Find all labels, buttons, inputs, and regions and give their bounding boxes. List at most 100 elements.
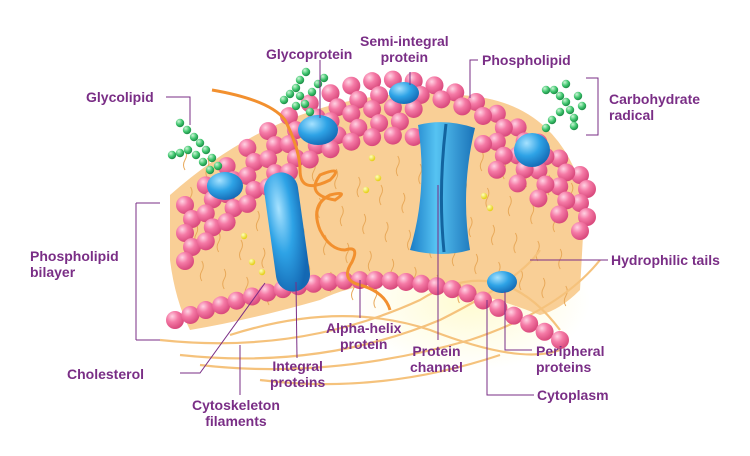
lipid-tail	[222, 268, 227, 290]
phospholipid-head	[243, 287, 261, 306]
sugar-bead	[541, 123, 551, 133]
phospholipid-head	[571, 166, 589, 184]
cholesterol-bead	[368, 154, 376, 162]
phospholipid-head	[404, 127, 423, 146]
phospholipid-head	[363, 72, 382, 91]
lipid-tail	[367, 250, 372, 272]
integral-protein	[264, 172, 310, 292]
sugar-bead	[300, 99, 310, 109]
phospholipid-head	[176, 224, 194, 242]
lipid-tail	[541, 277, 546, 299]
sugar-bead	[547, 115, 557, 125]
sugar-bead	[565, 105, 575, 115]
phospholipid-head	[181, 305, 200, 324]
right-surface-protein	[514, 133, 550, 167]
sugar-bead	[569, 113, 579, 123]
label-glycolipid: Glycolipid	[86, 89, 154, 105]
phospholipid-head	[432, 90, 451, 109]
phospholipid-head	[383, 126, 402, 145]
phospholipid-head	[183, 238, 201, 256]
phospholipid-head	[550, 149, 569, 168]
label-cytoplasm: Cytoplasm	[537, 387, 609, 403]
sugar-bead	[569, 121, 579, 131]
phospholipid-head	[474, 291, 492, 310]
lipid-tail	[216, 231, 221, 253]
peripheral-protein	[487, 271, 517, 293]
lipid-tail	[485, 187, 490, 209]
label-integral-proteins: Integral proteins	[270, 358, 326, 390]
sugar-bead	[307, 87, 317, 97]
phospholipid-head	[390, 112, 409, 131]
phospholipid-head	[370, 86, 389, 105]
phospholipid-head	[342, 132, 361, 151]
lipid-tail	[345, 242, 350, 264]
label-hydrophilic-tails: Hydrophilic tails	[611, 252, 720, 268]
lipid-tail	[491, 224, 495, 246]
phospholipid-head	[245, 180, 264, 199]
phospholipid-head	[196, 204, 215, 223]
sugar-bead	[207, 153, 217, 163]
phospholipid-head	[453, 97, 472, 116]
sugar-bead	[205, 165, 215, 175]
glycoprotein-protein	[298, 115, 338, 145]
phospholipid-head	[176, 252, 194, 270]
sugar-bead	[167, 150, 177, 160]
lipid-tail	[507, 195, 512, 217]
phospholipid-head	[550, 205, 569, 224]
leader-lines	[135, 59, 608, 396]
phospholipid-head	[383, 98, 402, 117]
cholesterol-bead	[480, 192, 488, 200]
phospholipid-head	[363, 128, 382, 147]
phospholipid-head	[487, 104, 506, 123]
phospholipid-head	[571, 194, 589, 212]
phospholipid-head	[550, 177, 569, 196]
sugar-bead	[182, 125, 192, 135]
phospholipid-head	[508, 118, 527, 137]
phospholipid-head	[227, 291, 246, 310]
phospholipid-head	[557, 163, 576, 182]
phospholipid-head	[203, 218, 222, 237]
sugar-bead	[195, 138, 205, 148]
phospholipid-head	[259, 122, 278, 141]
phospholipid-head	[404, 99, 423, 118]
phospholipid-head	[259, 150, 278, 169]
lipid-tail	[395, 155, 400, 177]
sugar-bead	[319, 73, 329, 83]
phospholipid-head	[217, 213, 236, 232]
sugar-bead	[573, 91, 583, 101]
phospholipid-head	[370, 114, 389, 133]
lipid-tail	[407, 229, 411, 251]
lipid-tail	[379, 184, 383, 206]
label-semi-integral-protein: Semi-integral protein	[360, 33, 449, 65]
label-alpha-helix-protein: Alpha-helix protein	[326, 320, 402, 352]
lipid-tail	[401, 192, 406, 214]
lipid-tail	[479, 150, 484, 172]
cholesterol-bead	[240, 232, 248, 240]
label-carbohydrate-radical: Carbohydrate radical	[609, 91, 701, 123]
phospholipid-head	[166, 311, 184, 329]
lipid-tail	[339, 205, 344, 227]
sugar-bead	[555, 107, 565, 117]
cholesterol-bead	[374, 174, 382, 182]
phospholipid-head	[474, 106, 493, 125]
phospholipid-head	[238, 166, 257, 185]
sugar-bead	[189, 132, 199, 142]
sugar-bead	[175, 148, 185, 158]
label-cholesterol: Cholesterol	[67, 366, 145, 382]
lipid-tail	[468, 216, 473, 238]
sugar-bead	[561, 97, 571, 107]
phospholipid-head	[458, 284, 477, 303]
sugar-bead	[198, 157, 208, 167]
sugar-bead	[183, 145, 193, 155]
lipid-tail	[356, 176, 361, 198]
phospholipid-head	[321, 84, 340, 103]
sugar-bead	[301, 67, 311, 77]
phospholipid-head	[467, 92, 486, 111]
phospholipid-head	[258, 283, 277, 302]
sugar-bead	[201, 145, 211, 155]
cytoskeleton-filaments	[159, 249, 601, 386]
phospholipid-head	[349, 118, 368, 137]
label-protein-channel: Protein channel	[410, 343, 463, 375]
phospholipid-head	[212, 296, 231, 315]
